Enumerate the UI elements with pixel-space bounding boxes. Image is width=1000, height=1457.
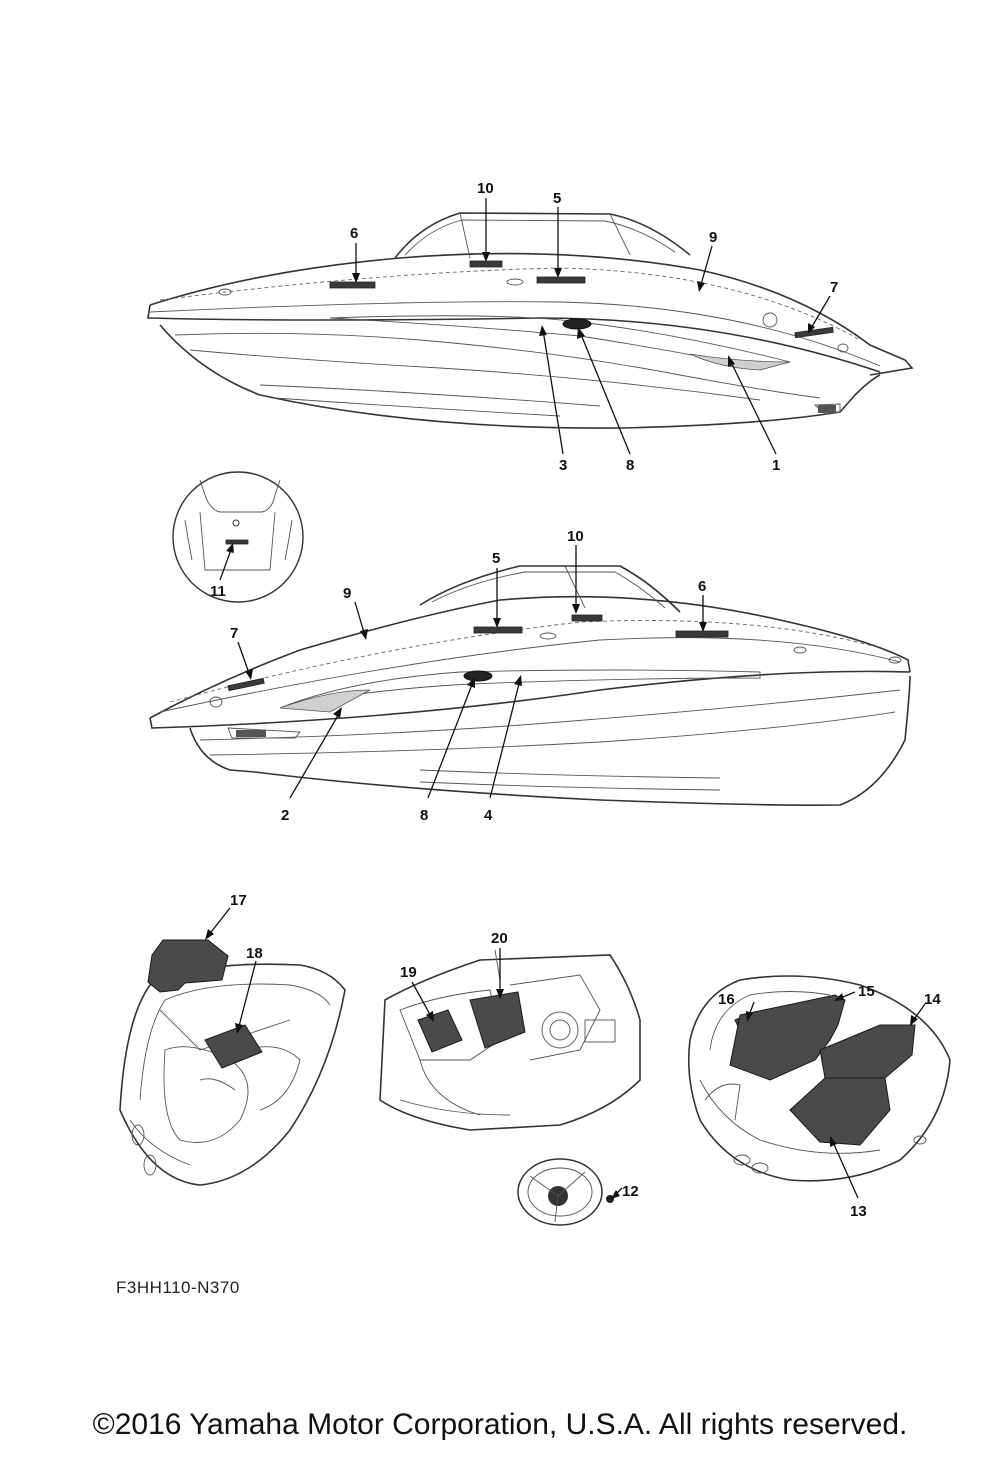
callout-11: 11 [210, 583, 226, 600]
callout-18: 18 [246, 945, 263, 962]
twin-engine-decal [794, 326, 834, 339]
figure-code: F3HH110-N370 [116, 1278, 240, 1297]
callout-20: 20 [491, 930, 508, 947]
callout-19: 19 [400, 964, 417, 981]
callout-12: 12 [622, 1183, 639, 1200]
bow-seating-view: 17 18 [119, 892, 346, 1186]
mat-18 [204, 1024, 263, 1069]
copyright-notice: ©2016 Yamaha Motor Corporation, U.S.A. A… [92, 1408, 908, 1441]
stern-deck-view: 16 15 14 13 [688, 975, 951, 1220]
model-decal-port [473, 626, 523, 634]
callouts-top-boat: 10 5 6 9 7 3 8 1 [350, 180, 838, 474]
mat-17 [147, 939, 229, 993]
callout-5-port: 5 [492, 550, 500, 567]
callouts-middle-boat: 10 5 6 9 7 2 8 4 [230, 528, 707, 824]
callout-4: 4 [484, 807, 493, 824]
high-output-decal-port [675, 630, 729, 638]
callout-6-port: 6 [698, 578, 706, 595]
callout-15: 15 [858, 983, 875, 1000]
mat-19 [417, 1009, 463, 1053]
horn-emblem [606, 1195, 614, 1203]
steering-wheel-view: 12 [517, 1158, 639, 1226]
callout-13: 13 [850, 1203, 867, 1220]
boat-side-view-port [149, 565, 911, 806]
callout-10: 10 [477, 180, 494, 197]
detail-circle-transom: 11 [172, 471, 304, 603]
yamaha-logo-decal-port [571, 614, 603, 622]
callout-7: 7 [830, 279, 838, 296]
callout-2: 2 [281, 807, 289, 824]
callout-9-port: 9 [343, 585, 351, 602]
callout-3: 3 [559, 457, 567, 474]
callout-10-port: 10 [567, 528, 584, 545]
callout-17: 17 [230, 892, 247, 909]
callout-14: 14 [924, 991, 941, 1008]
callout-9: 9 [709, 229, 717, 246]
emblem-badge [562, 318, 592, 330]
model-decal [536, 276, 586, 284]
callout-6: 6 [350, 225, 358, 242]
callout-16: 16 [718, 991, 735, 1008]
mat-13 [789, 1077, 891, 1146]
boat-side-view-starboard [147, 212, 914, 429]
callout-7-port: 7 [230, 625, 238, 642]
high-output-decal [329, 281, 376, 289]
callout-8: 8 [626, 457, 634, 474]
mat-20 [469, 991, 526, 1049]
twin-engine-decal-port [227, 677, 265, 692]
emblem-badge-port [463, 670, 493, 682]
helm-console-view: 19 20 [379, 930, 641, 1131]
callout-8-port: 8 [420, 807, 428, 824]
callout-1: 1 [772, 457, 780, 474]
callout-5: 5 [553, 190, 561, 207]
